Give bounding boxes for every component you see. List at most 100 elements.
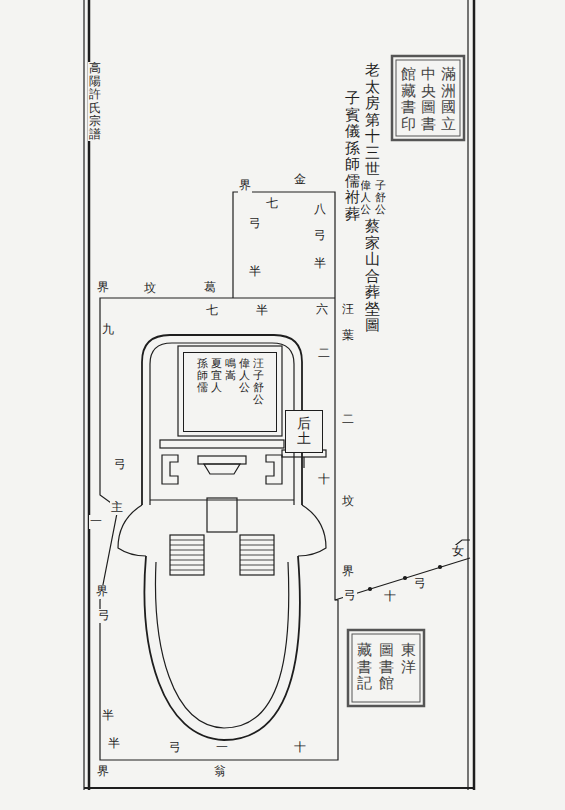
boundary-mark: 翁 (213, 765, 227, 778)
boundary-mark: 坟 (341, 495, 355, 508)
boundary-mark: 界 (96, 281, 110, 294)
tablet-text: 汪子舒公 (253, 358, 264, 406)
map-title: 蔡家山合葬塋圖 (364, 218, 381, 334)
boundary-dot (404, 577, 407, 580)
boundary-mark: 弓 (113, 458, 127, 471)
boundary-mark: 主 (110, 501, 124, 514)
stair-step (170, 545, 204, 546)
stamp-text: 滿洲國立 (440, 66, 457, 132)
tablet-text: 孫師儒 (197, 358, 208, 394)
boundary-mark: 葛 (203, 281, 217, 294)
stair-step (170, 570, 204, 571)
map-title: 子賓儀孫師儒祔葬 (344, 90, 361, 222)
stair-step (240, 540, 274, 541)
stair-step (170, 550, 204, 551)
stamp-text: 館藏書印 (400, 66, 417, 132)
shrine-box: 后土 (285, 410, 323, 453)
tomb-arch (150, 343, 294, 505)
stair-step (240, 550, 274, 551)
shrine-base (303, 457, 304, 468)
stamp (348, 630, 424, 706)
stair (240, 535, 274, 575)
stamp-text: 中央圖書 (420, 66, 437, 132)
book-title: 高陽許氏宗譜 (88, 62, 102, 141)
map-title: 子舒公 (374, 180, 387, 216)
boundary-mark: 半 (107, 737, 121, 750)
tablet-box: 汪子舒公偉人公鳴嵩夏宜人孫師儒 (183, 352, 277, 432)
boundary-mark: 界 (96, 765, 110, 778)
boundary-dot (439, 566, 442, 569)
boundary-mark: 半 (255, 304, 269, 317)
tomb-band (160, 440, 284, 448)
stamp-text: 藏書記 (356, 642, 373, 692)
boundary-mark: 七 (205, 304, 219, 317)
boundary-mark: 弓 (168, 741, 182, 754)
frame-line (467, 0, 468, 790)
boundary-mark: 界 (341, 565, 355, 578)
boundary-mark: 十 (317, 473, 331, 486)
stair-step (240, 560, 274, 561)
boundary-mark: 界 (95, 585, 109, 598)
boundary-mark: 弓 (413, 577, 427, 590)
boundary-mark: 十 (383, 590, 397, 603)
stair-step (240, 555, 274, 556)
stair-step (240, 545, 274, 546)
boundary-mark: 九 (101, 323, 115, 336)
boundary-mark: 弓 (343, 589, 357, 602)
stamp (396, 60, 460, 136)
boundary-mark: 半 (248, 265, 262, 278)
tomb-platform (150, 499, 294, 500)
frame-line (83, 0, 84, 790)
stair-step (170, 560, 204, 561)
tablet-text: 偉人公 (239, 358, 250, 394)
tomb-wing (266, 455, 282, 484)
boundary-mark: 弓 (313, 229, 327, 242)
boundary-line (233, 192, 335, 298)
stamp (392, 56, 464, 140)
boundary-dot (369, 588, 372, 591)
boundary-mark: 界 (238, 179, 252, 192)
boundary-mark: 一 (215, 741, 229, 754)
boundary-mark: 坟 (143, 282, 157, 295)
boundary-line (100, 298, 338, 760)
page-number: 一 (89, 515, 103, 528)
stair-step (170, 540, 204, 541)
stamp (352, 634, 420, 702)
stair-step (170, 555, 204, 556)
boundary-mark: 葉 (341, 329, 355, 342)
altar (204, 464, 240, 474)
stair-step (240, 570, 274, 571)
stair-step (240, 565, 274, 566)
tomb-wing (162, 455, 178, 484)
tomb-plinth (207, 498, 237, 532)
stamp-text: 圖書館 (378, 642, 395, 692)
tablet-frame (178, 346, 282, 436)
boundary-mark: 弓 (248, 217, 262, 230)
tablet-text: 夏宜人 (211, 358, 222, 394)
tomb-wing-curve (298, 505, 326, 556)
boundary-mark: 十 (293, 741, 307, 754)
stair (170, 535, 204, 575)
frame-line (84, 787, 474, 789)
boundary-mark: 半 (313, 257, 327, 270)
stair-step (170, 565, 204, 566)
tablet-text: 后土 (297, 416, 311, 447)
boundary-mark: 弓 (97, 609, 111, 622)
boundary-mark: 七 (265, 197, 279, 210)
tomb-basin (156, 562, 289, 728)
tomb-arch (142, 335, 302, 505)
tablet-text: 鳴嵩 (225, 358, 236, 382)
boundary-mark: 金 (293, 173, 307, 186)
tomb-basin (145, 556, 300, 740)
map-title: 老太房第十三世 (364, 62, 381, 178)
stamp-text: 東洋 (400, 642, 417, 675)
boundary-mark: 二 (341, 413, 355, 426)
boundary-mark: 八 (313, 203, 327, 216)
boundary-mark: 二 (317, 347, 331, 360)
boundary-mark: 女 (451, 545, 465, 558)
boundary-mark: 汪 (341, 303, 355, 316)
boundary-mark: 六 (315, 303, 329, 316)
altar (198, 456, 246, 464)
frame-line (473, 0, 476, 790)
